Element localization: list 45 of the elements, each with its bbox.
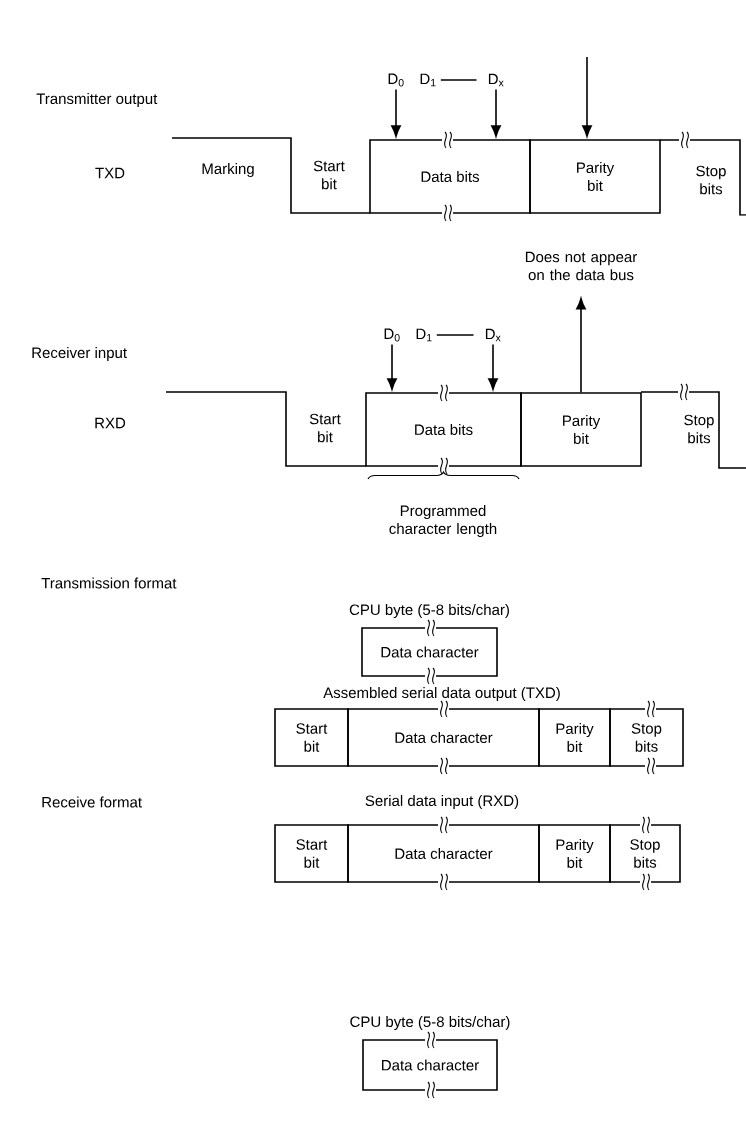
brace-label: Programmed character length	[389, 505, 497, 537]
start-box: Start bit	[274, 708, 349, 767]
bit-label: D$_{x}$	[485, 328, 501, 342]
arrow	[391, 88, 401, 137]
format-label: Assembled serial data output (TXD)	[323, 687, 560, 701]
state-label: Marking	[202, 163, 254, 177]
data-box: Data bits	[365, 392, 522, 467]
bit-label: D$_{1}$	[416, 328, 432, 342]
data-box: Data character	[347, 708, 540, 767]
data-box: Data bits	[369, 139, 531, 214]
bit-label: Start bit	[313, 160, 345, 190]
data-box: Data character	[361, 627, 498, 677]
arrow	[387, 343, 397, 390]
format-label: Serial data input (RXD)	[365, 795, 519, 809]
signal-label: TXD	[95, 167, 125, 179]
arrow	[488, 343, 498, 390]
bit-label: D$_{0}$	[384, 328, 400, 342]
data-box: Data character	[347, 824, 540, 883]
parity-box: Parity bit	[538, 824, 611, 883]
bit-label: D$_{0}$	[388, 73, 404, 87]
connector-line	[435, 334, 475, 336]
box-caption: CPU byte (5-8 bits/char)	[349, 604, 509, 618]
bit-label: Stop bits	[684, 414, 714, 444]
arrow	[576, 297, 586, 393]
signal-label: RXD	[95, 417, 126, 429]
box-caption: CPU byte (5-8 bits/char)	[350, 1016, 510, 1030]
bit-label: D$_{x}$	[488, 73, 504, 87]
stop-box: Stop bits	[609, 708, 684, 767]
arrow	[491, 88, 501, 137]
connector-line	[439, 79, 478, 81]
section-label: Transmission format	[41, 577, 177, 589]
side-label: Transmitter output	[36, 93, 158, 107]
arrow	[582, 56, 592, 137]
stop-box: Stop bits	[609, 824, 681, 883]
data-box: Data character	[362, 1039, 498, 1091]
start-box: Start bit	[274, 824, 349, 883]
bit-label: Stop bits	[696, 165, 726, 195]
bit-label: Start bit	[309, 413, 341, 443]
note-text: Does not appear on the data bus	[525, 251, 637, 281]
side-label: Receiver input	[32, 347, 127, 361]
section-label: Receive format	[42, 796, 142, 808]
parity-box: Parity bit	[529, 139, 661, 214]
parity-box: Parity bit	[538, 708, 611, 767]
bit-label: D$_{1}$	[420, 73, 436, 87]
parity-box: Parity bit	[520, 392, 642, 467]
